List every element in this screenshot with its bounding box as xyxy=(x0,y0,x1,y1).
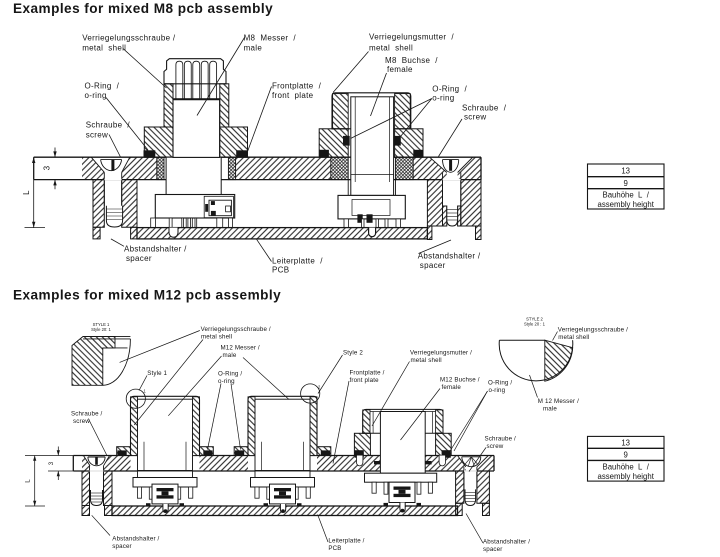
svg-text:Abstandshalter /: Abstandshalter / xyxy=(483,539,530,546)
svg-text:O-Ring /: O-Ring / xyxy=(218,371,242,378)
svg-text:Abstandshalter /: Abstandshalter / xyxy=(124,244,187,253)
svg-text:Abstandshalter /: Abstandshalter / xyxy=(418,252,481,261)
svg-text:male: male xyxy=(223,352,237,359)
svg-text:screw: screw xyxy=(487,443,504,450)
svg-text:Schraube /: Schraube / xyxy=(485,436,517,443)
svg-text:2: 2 xyxy=(318,385,321,390)
svg-text:Schraube /: Schraube / xyxy=(86,121,131,130)
svg-text:Leiterplatte /: Leiterplatte / xyxy=(328,538,364,545)
svg-text:M8 Messer /: M8 Messer / xyxy=(244,34,297,43)
svg-text:metal shell: metal shell xyxy=(411,357,442,364)
svg-text:screw: screw xyxy=(464,113,486,122)
svg-text:9: 9 xyxy=(624,179,628,188)
svg-text:PCB: PCB xyxy=(328,545,341,552)
svg-text:Bauhöhe L /: Bauhöhe L / xyxy=(603,462,650,471)
svg-text:Verriegelungsmutter /: Verriegelungsmutter / xyxy=(369,33,454,42)
svg-text:assembly height: assembly height xyxy=(598,200,655,209)
svg-text:PCB: PCB xyxy=(272,266,289,275)
svg-text:9: 9 xyxy=(624,451,628,460)
svg-text:Style 20: 1: Style 20: 1 xyxy=(91,327,111,332)
svg-text:screw: screw xyxy=(86,130,108,139)
svg-text:Style 20 : 1: Style 20 : 1 xyxy=(524,322,546,327)
svg-text:screw: screw xyxy=(73,418,90,425)
svg-text:o-ring: o-ring xyxy=(489,387,506,394)
svg-text:O-Ring /: O-Ring / xyxy=(488,380,512,387)
svg-text:Frontplatte /: Frontplatte / xyxy=(350,370,385,377)
svg-text:M8 Buchse /: M8 Buchse / xyxy=(385,56,438,65)
svg-text:Verriegelungsschraube /: Verriegelungsschraube / xyxy=(201,326,271,333)
svg-text:metal shell: metal shell xyxy=(82,43,126,52)
svg-text:O-Ring /: O-Ring / xyxy=(85,81,120,90)
svg-text:spacer: spacer xyxy=(420,261,446,270)
svg-text:female: female xyxy=(387,65,413,74)
svg-text:metal shell: metal shell xyxy=(558,334,589,341)
svg-text:Style 1: Style 1 xyxy=(147,370,167,377)
svg-text:L: L xyxy=(22,190,31,195)
svg-text:o-ring: o-ring xyxy=(85,91,107,100)
svg-text:O-Ring /: O-Ring / xyxy=(432,84,467,93)
svg-text:assembly height: assembly height xyxy=(598,472,655,481)
svg-text:front plate: front plate xyxy=(272,91,314,100)
svg-text:male: male xyxy=(543,405,557,412)
svg-text:Examples for mixed M12 pcb ass: Examples for mixed M12 pcb assembly xyxy=(13,287,281,302)
svg-text:Schraube /: Schraube / xyxy=(71,411,103,418)
svg-text:L: L xyxy=(25,479,32,483)
svg-text:Verriegelungsschraube /: Verriegelungsschraube / xyxy=(558,327,628,334)
svg-text:1: 1 xyxy=(144,389,147,394)
svg-text:metal shell: metal shell xyxy=(201,333,232,340)
svg-text:STYLE 1: STYLE 1 xyxy=(93,322,110,327)
svg-text:Bauhöhe L /: Bauhöhe L / xyxy=(603,191,650,200)
svg-text:spacer: spacer xyxy=(112,543,131,550)
svg-text:o-ring: o-ring xyxy=(432,94,454,103)
svg-text:male: male xyxy=(244,43,263,52)
svg-text:metal shell: metal shell xyxy=(369,43,413,52)
svg-text:spacer: spacer xyxy=(483,546,502,553)
svg-text:Abstandshalter /: Abstandshalter / xyxy=(112,536,159,543)
svg-text:spacer: spacer xyxy=(126,254,152,263)
svg-text:Style 2: Style 2 xyxy=(343,350,363,357)
svg-text:Frontplatte /: Frontplatte / xyxy=(272,81,322,90)
svg-text:Leiterplatte /: Leiterplatte / xyxy=(272,256,323,265)
svg-text:3: 3 xyxy=(48,461,55,465)
svg-text:Examples for mixed M8 pcb asse: Examples for mixed M8 pcb assembly xyxy=(13,1,273,16)
svg-text:M12 Messer /: M12 Messer / xyxy=(221,345,260,352)
svg-text:M 12 Messer /: M 12 Messer / xyxy=(538,398,579,405)
svg-text:female: female xyxy=(442,384,462,391)
svg-text:STYLE 2: STYLE 2 xyxy=(526,317,543,322)
svg-text:13: 13 xyxy=(621,439,630,448)
svg-text:Verriegelungsmutter /: Verriegelungsmutter / xyxy=(410,350,472,357)
svg-text:3: 3 xyxy=(43,165,52,170)
svg-text:front plate: front plate xyxy=(350,377,380,384)
svg-text:M12 Buchse /: M12 Buchse / xyxy=(440,377,480,384)
svg-text:Verriegelungsschraube /: Verriegelungsschraube / xyxy=(82,34,176,43)
svg-text:Schraube /: Schraube / xyxy=(462,104,507,113)
svg-text:13: 13 xyxy=(621,167,630,176)
svg-text:o-ring: o-ring xyxy=(218,378,235,385)
